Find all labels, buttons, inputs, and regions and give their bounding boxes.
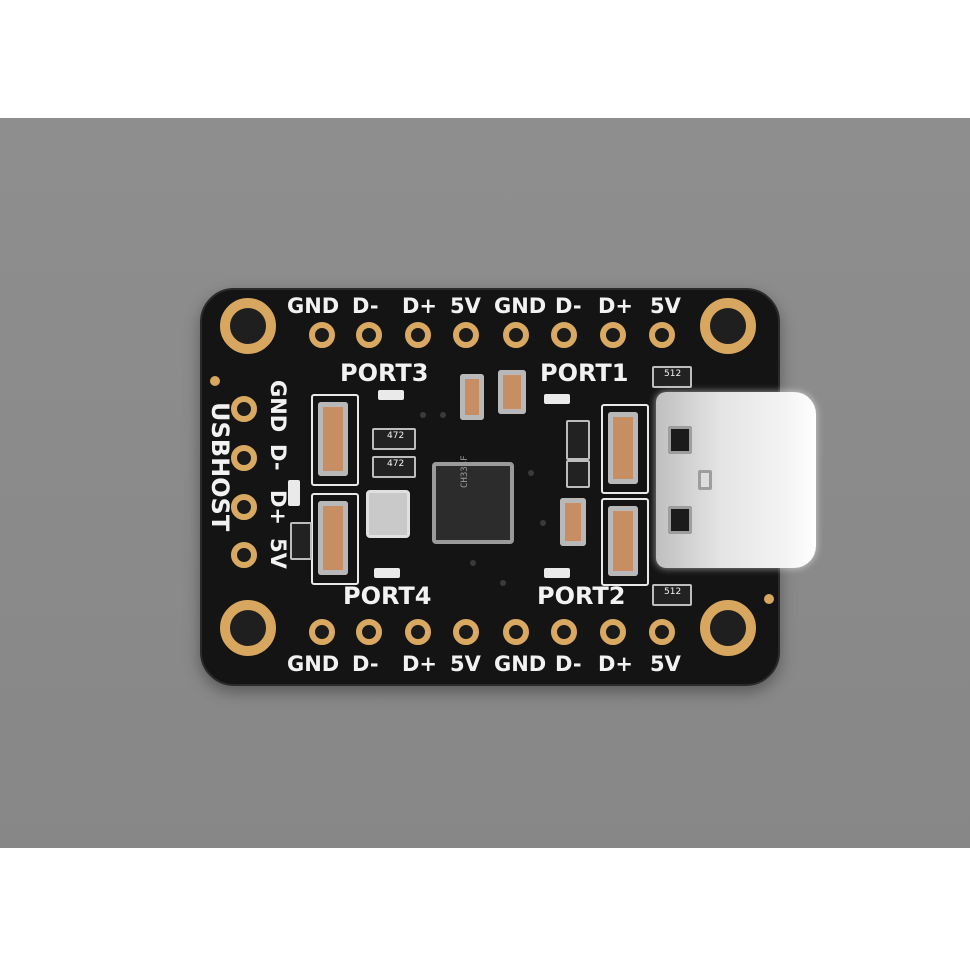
usb-c-connector (656, 392, 816, 568)
usbhost-title: USBHOST (206, 402, 234, 532)
capacitor-small-3 (560, 498, 586, 546)
led-left (288, 480, 300, 506)
pad-bottom-2 (356, 619, 382, 645)
resistor-472-a-mark: 472 (387, 431, 405, 441)
led-port2 (544, 568, 570, 578)
pin-label-bottom-dplus1: D+ (402, 652, 438, 676)
capacitor-small-2 (498, 370, 526, 414)
resistor-472-b (372, 456, 416, 478)
via-3 (528, 470, 534, 476)
pad-bottom-5 (503, 619, 529, 645)
pin-label-bottom-5v2: 5V (650, 652, 681, 676)
pad-left-1 (231, 396, 257, 422)
pad-top-5 (503, 322, 529, 348)
mounting-hole-top-left (220, 298, 276, 354)
pad-bottom-3 (405, 619, 431, 645)
pad-left-4 (231, 542, 257, 568)
pin-label-top-dplus2: D+ (598, 294, 634, 318)
pad-bottom-8 (649, 619, 675, 645)
usb-hub-chip (432, 462, 514, 544)
fiducial-dot (210, 376, 220, 386)
port1-label: PORT1 (540, 359, 629, 387)
via-4 (540, 520, 546, 526)
led-port4 (374, 568, 400, 578)
capacitor-small-1 (460, 374, 484, 420)
capacitor-frame-left-top (311, 394, 359, 486)
via-6 (500, 580, 506, 586)
fiducial-dot-right (764, 594, 774, 604)
led-port1 (544, 394, 570, 404)
pin-label-bottom-dminus2: D- (555, 652, 582, 676)
pin-label-bottom-gnd1: GND (287, 652, 340, 676)
pad-top-6 (551, 322, 577, 348)
via-1 (420, 412, 426, 418)
via-5 (470, 560, 476, 566)
pin-label-bottom-5v1: 5V (450, 652, 481, 676)
resistor-512-b-mark: 512 (664, 587, 682, 597)
usb-c-slot-middle (698, 470, 712, 490)
pin-label-left-gnd: GND (266, 380, 290, 433)
pad-top-4 (453, 322, 479, 348)
pin-label-top-gnd2: GND (494, 294, 547, 318)
port3-label: PORT3 (340, 359, 429, 387)
mounting-hole-bottom-left (220, 600, 276, 656)
capacitor-frame-right-top (601, 404, 649, 494)
pad-top-7 (600, 322, 626, 348)
pad-bottom-7 (600, 619, 626, 645)
resistor-472-b-mark: 472 (387, 459, 405, 469)
capacitor-right-bottom (608, 506, 638, 576)
pad-top-8 (649, 322, 675, 348)
pad-left-3 (231, 494, 257, 520)
chip-marking: CH334F (460, 455, 470, 488)
pin-label-top-dminus1: D- (352, 294, 379, 318)
capacitor-frame-left-bottom (311, 493, 359, 585)
pin-label-bottom-gnd2: GND (494, 652, 547, 676)
crystal-oscillator (366, 490, 410, 538)
resistor-dark-1 (566, 420, 590, 460)
pad-top-1 (309, 322, 335, 348)
pad-bottom-4 (453, 619, 479, 645)
pin-label-top-5v2: 5V (650, 294, 681, 318)
pin-label-top-5v1: 5V (450, 294, 481, 318)
pad-left-2 (231, 445, 257, 471)
resistor-472-a (372, 428, 416, 450)
resistor-472-c (290, 522, 312, 560)
port2-label: PORT2 (537, 582, 626, 610)
capacitor-frame-right-bottom (601, 498, 649, 586)
capacitor-left-bottom (318, 501, 348, 575)
pin-label-top-dminus2: D- (555, 294, 582, 318)
pad-top-2 (356, 322, 382, 348)
pad-top-3 (405, 322, 431, 348)
capacitor-left-top (318, 402, 348, 476)
mounting-hole-bottom-right (700, 600, 756, 656)
usb-c-slot-top (668, 426, 692, 454)
pin-label-bottom-dminus1: D- (352, 652, 379, 676)
pad-bottom-6 (551, 619, 577, 645)
pin-label-left-dplus: D+ (266, 490, 290, 526)
pin-label-top-gnd1: GND (287, 294, 340, 318)
resistor-512-a-mark: 512 (664, 369, 682, 379)
port4-label: PORT4 (343, 582, 432, 610)
resistor-512-a (652, 366, 692, 388)
pin-label-bottom-dplus2: D+ (598, 652, 634, 676)
resistor-dark-2 (566, 460, 590, 488)
led-port3 (378, 390, 404, 400)
pin-label-left-dminus: D- (266, 444, 290, 471)
pin-label-left-5v: 5V (266, 538, 290, 569)
usb-c-slot-bottom (668, 506, 692, 534)
mounting-hole-top-right (700, 298, 756, 354)
pad-bottom-1 (309, 619, 335, 645)
pin-label-top-dplus1: D+ (402, 294, 438, 318)
via-2 (440, 412, 446, 418)
capacitor-right-top (608, 412, 638, 484)
resistor-512-b (652, 584, 692, 606)
